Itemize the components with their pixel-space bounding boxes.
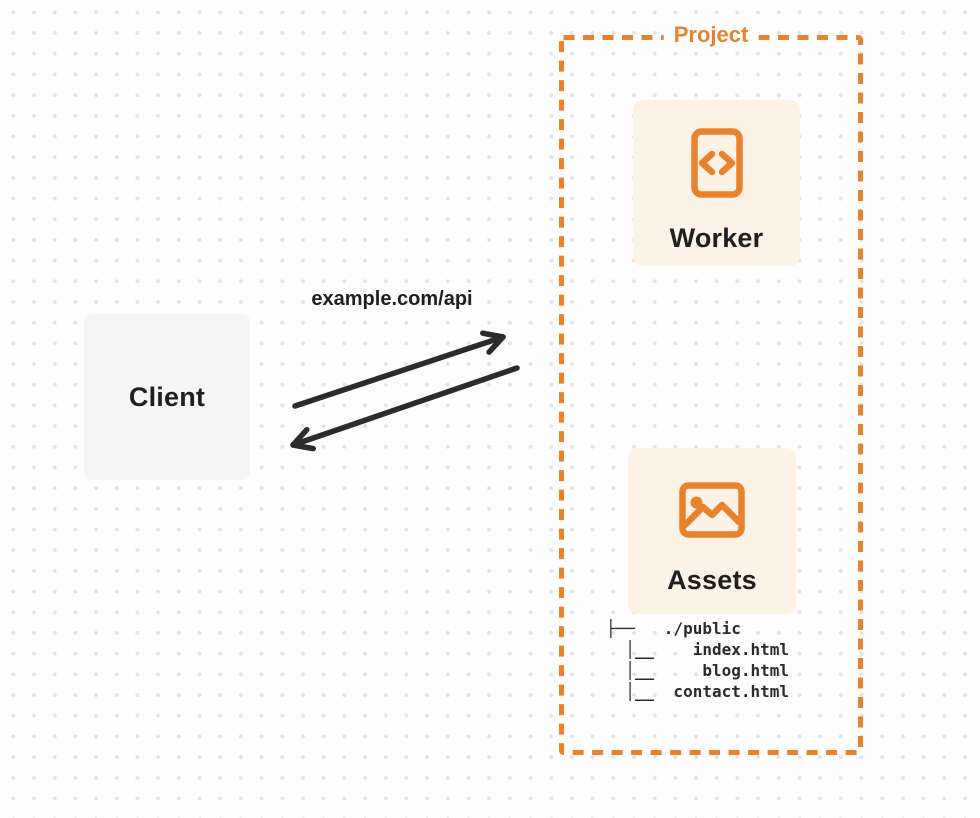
assets-node: Assets — [628, 448, 796, 614]
code-icon — [690, 128, 743, 198]
project-boundary: Project Worker Assets ├── ./public │__ i… — [559, 22, 863, 755]
assets-label: Assets — [667, 565, 757, 595]
client-label: Client — [128, 381, 206, 412]
response-arrow — [290, 365, 520, 452]
file-tree-line-index: │__ index.html — [606, 640, 790, 659]
request-arrow — [292, 330, 506, 409]
assets-file-tree: ├── ./public │__ index.html │__ blog.htm… — [606, 618, 789, 702]
file-tree-line-contact: │__ contact.html — [606, 682, 790, 701]
image-icon — [679, 482, 745, 538]
request-url-label: example.com/api — [311, 288, 473, 310]
file-tree-line-public: ├── ./public — [606, 619, 741, 638]
file-tree-line-blog: │__ blog.html — [606, 661, 790, 680]
worker-node: Worker — [633, 100, 800, 266]
project-label: Project — [663, 22, 759, 48]
worker-label: Worker — [669, 223, 764, 253]
client-node: Client — [84, 314, 250, 480]
